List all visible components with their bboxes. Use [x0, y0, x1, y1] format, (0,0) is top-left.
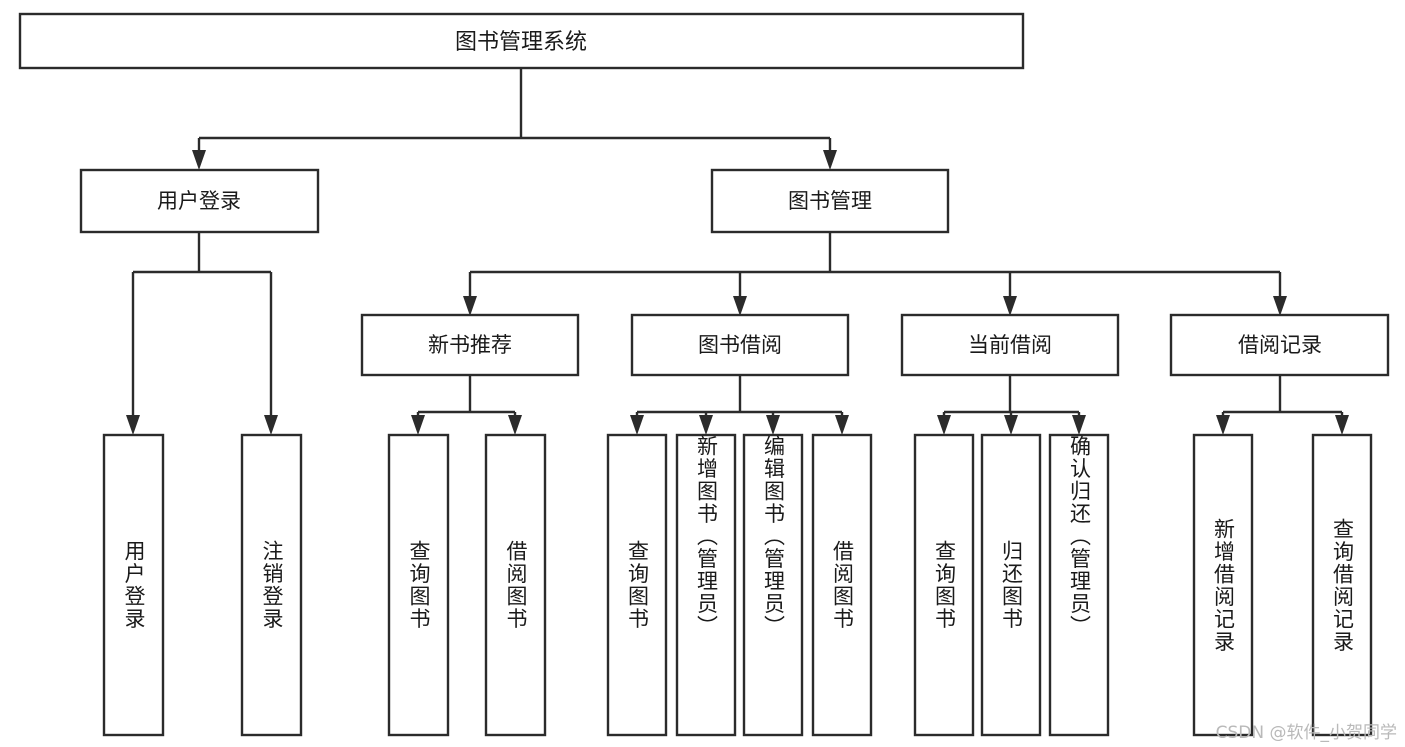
- node-book-borrow-box[interactable]: [630, 313, 850, 377]
- node-root-box[interactable]: [18, 12, 1025, 70]
- node-borrow-records-box[interactable]: [1169, 313, 1390, 377]
- node-current-borrow-label: 当前借阅: [968, 333, 1052, 357]
- node-new-book-recommend-box[interactable]: [360, 313, 580, 377]
- arrowhead-borrow-leaf1: [630, 415, 644, 435]
- node-leaf-add-book-box[interactable]: [675, 433, 737, 737]
- arrowhead-borrow-records: [1273, 296, 1287, 316]
- node-user-login-label: 用户登录: [157, 189, 241, 213]
- arrowhead-leaf-logout: [264, 415, 278, 435]
- node-leaf-logout-box[interactable]: [240, 433, 303, 737]
- arrowhead-records-leaf1: [1216, 415, 1230, 435]
- node-new-book-recommend-label: 新书推荐: [428, 333, 512, 357]
- arrowhead-leaf-user-login: [126, 415, 140, 435]
- node-leaf-user-login-box[interactable]: [102, 433, 165, 737]
- node-leaf-borrow-book-b-box[interactable]: [811, 433, 873, 737]
- node-book-borrow-label: 图书借阅: [698, 333, 782, 357]
- node-leaf-query-book-b-box[interactable]: [606, 433, 668, 737]
- arrowhead-newbook-leaf2: [508, 415, 522, 435]
- node-leaf-confirm-return-box[interactable]: [1048, 433, 1110, 737]
- node-borrow-records-label: 借阅记录: [1238, 333, 1322, 357]
- node-book-management-box[interactable]: [710, 168, 950, 234]
- node-leaf-borrow-book-a-box[interactable]: [484, 433, 547, 737]
- node-leaf-return-book-box[interactable]: [980, 433, 1042, 737]
- node-root-label: 图书管理系统: [455, 30, 587, 55]
- node-leaf-query-record-box[interactable]: [1311, 433, 1373, 737]
- arrowhead-current-leaf1: [937, 415, 951, 435]
- arrowhead-current-leaf2: [1004, 415, 1018, 435]
- node-book-management-label: 图书管理: [788, 189, 872, 213]
- node-user-login-box[interactable]: [79, 168, 320, 234]
- node-leaf-add-record-box[interactable]: [1192, 433, 1254, 737]
- node-leaf-query-book-c-box[interactable]: [913, 433, 975, 737]
- arrowhead-records-leaf2: [1335, 415, 1349, 435]
- arrowhead-book-borrow: [733, 296, 747, 316]
- node-leaf-edit-book-box[interactable]: [742, 433, 804, 737]
- arrowhead-borrow-leaf3: [766, 415, 780, 435]
- arrowhead-current-borrow: [1003, 296, 1017, 316]
- arrowhead-book-mgmt: [823, 150, 837, 170]
- arrowhead-borrow-leaf2: [699, 415, 713, 435]
- node-leaf-query-book-a-box[interactable]: [387, 433, 450, 737]
- arrowhead-newbook-leaf1: [411, 415, 425, 435]
- node-current-borrow-box[interactable]: [900, 313, 1120, 377]
- arrowhead-user-login: [192, 150, 206, 170]
- arrowhead-new-book-rec: [463, 296, 477, 316]
- arrowhead-borrow-leaf4: [835, 415, 849, 435]
- watermark-text: CSDN @软件_小贺同学: [1215, 723, 1397, 743]
- arrowhead-current-leaf3: [1072, 415, 1086, 435]
